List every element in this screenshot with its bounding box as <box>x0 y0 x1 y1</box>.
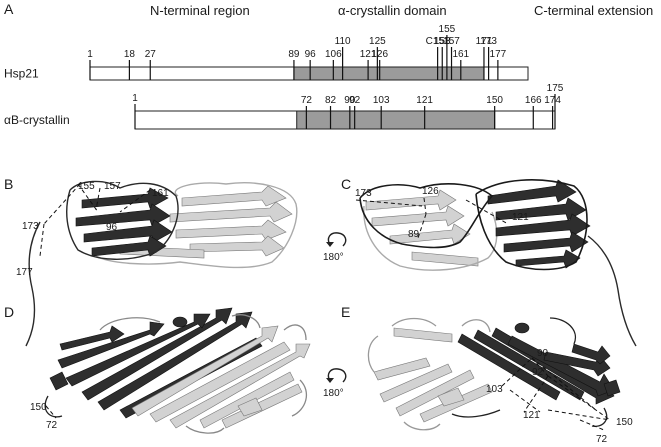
residue-tick-label: 106 <box>325 49 342 60</box>
protein-name: αB-crystallin <box>4 113 70 127</box>
residue-tick-label: 89 <box>288 49 300 60</box>
residue-label: 150 <box>616 417 633 428</box>
residue-tick-label: 177 <box>490 49 507 60</box>
residue-label: 161 <box>152 188 169 199</box>
rotation-indicator-top: 180° <box>323 232 347 263</box>
residue-tick-label: 121 <box>360 49 377 60</box>
structure-c: 173 126 89 121 <box>355 179 637 347</box>
rotation-indicator-bottom: 180° <box>323 368 347 399</box>
residue-tick-label: 18 <box>124 49 136 60</box>
structure-b: 155 157 161 173 96 177 <box>16 180 298 347</box>
region-label-n-terminal: N-terminal region <box>150 3 250 18</box>
residue-label: 72 <box>46 420 58 431</box>
residue-tick-label: 110 <box>335 36 351 47</box>
rotation-label: 180° <box>323 252 344 263</box>
region-label-acd: α-crystallin domain <box>338 3 447 18</box>
residue-tick-label: 155 <box>439 24 456 35</box>
residue-label: 126 <box>422 186 439 197</box>
panel-label-e: E <box>341 304 350 320</box>
residue-tick-label: 82 <box>325 95 337 106</box>
residue-label: 157 <box>104 181 121 192</box>
residue-tick-label: C151 <box>426 36 450 47</box>
residue-tick-label: 1 <box>132 93 138 104</box>
residue-tick-label: 125 <box>369 36 386 47</box>
residue-label: 90 <box>537 348 549 359</box>
residue-tick-label: 173 <box>480 36 497 47</box>
residue-tick-label: 27 <box>145 49 157 60</box>
residue-label: 103 <box>486 384 503 395</box>
residue-label: 121 <box>523 410 540 421</box>
residue-label: 173 <box>22 221 39 232</box>
panel-label-b: B <box>4 176 13 192</box>
acd-segment <box>293 66 485 81</box>
panel-label-a: A <box>4 1 14 17</box>
residue-tick-label: 174 <box>544 95 561 106</box>
residue-tick-label: 157 <box>443 36 460 47</box>
protein-name: Hsp21 <box>4 67 39 81</box>
structure-d: 150 72 <box>30 307 311 434</box>
residue-label: 72 <box>596 434 608 445</box>
residue-tick-label: 166 <box>525 95 542 106</box>
residue-tick-label: 92 <box>349 95 361 106</box>
residue-tick-label: 96 <box>305 49 317 60</box>
panel-label-d: D <box>4 304 14 320</box>
residue-tick-label: 175 <box>547 83 564 94</box>
residue-label: 177 <box>16 267 33 278</box>
panel-label-c: C <box>341 176 351 192</box>
residue-tick-label: 1 <box>87 49 93 60</box>
acd-segment <box>296 110 496 130</box>
residue-tick-label: 72 <box>301 95 313 106</box>
residue-label: 155 <box>78 181 95 192</box>
residue-label: 150 <box>30 402 47 413</box>
residue-tick-label: 161 <box>452 49 469 60</box>
residue-tick-label: 171 <box>476 36 493 47</box>
residue-tick-label: 121 <box>416 95 433 106</box>
residue-tick-label: 90 <box>344 95 356 106</box>
residue-tick-label: 103 <box>373 95 390 106</box>
residue-tick-label: 150 <box>486 95 503 106</box>
residue-label: 173 <box>355 188 372 199</box>
rotation-label: 180° <box>323 388 344 399</box>
residue-label: 121 <box>512 212 529 223</box>
residue-tick-label: 153 <box>434 36 451 47</box>
structure-e: 90 92 103 121 150 72 <box>367 317 633 445</box>
residue-label: 92 <box>532 367 544 378</box>
region-label-c-terminal: C-terminal extension <box>534 3 653 18</box>
residue-tick-label: 126 <box>371 49 388 60</box>
residue-label: 89 <box>408 229 420 240</box>
residue-label: 96 <box>106 222 118 233</box>
